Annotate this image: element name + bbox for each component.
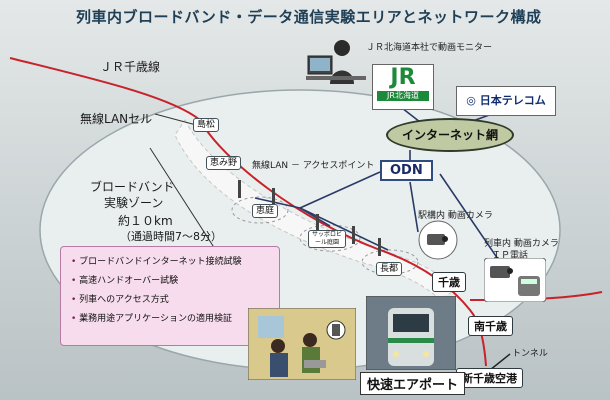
japan-telecom-logo: ◎ 日本テレコム xyxy=(456,86,556,116)
test-item: 列車へのアクセス方式 xyxy=(71,291,279,310)
telecom-logo-text: 日本テレコム xyxy=(479,94,546,107)
broadband-zone-label-2: 実験ゾーン xyxy=(104,196,164,210)
wireless-cell xyxy=(231,196,289,224)
internet-cloud: インターネット網 xyxy=(386,118,514,152)
station-osatsu: 長都 xyxy=(376,262,403,276)
tunnel-label: トンネル xyxy=(512,349,548,359)
test-item: ブロードバンドインターネット接続試験 xyxy=(71,253,279,272)
operator-monitor-icon xyxy=(306,40,366,84)
test-items-list: ブロードバンドインターネット接続試験 高速ハンドオーバー試験 列車へのアクセス方… xyxy=(61,253,279,329)
station-shimamatsu: 島松 xyxy=(193,118,220,132)
station-new-chitose-airport: 新千歳空港 xyxy=(456,368,523,388)
wireless-cell-label: 無線LANセル xyxy=(80,112,153,126)
station-megumino: 恵み野 xyxy=(206,156,242,170)
jr-hokkaido-logo: JR JR北海道 xyxy=(372,64,434,110)
page-title: 列車内ブロードバンド・データ通信実験エリアとネットワーク構成 xyxy=(76,8,542,26)
station-chitose: 千歳 xyxy=(432,272,466,292)
jr-logo-mark: JR xyxy=(390,65,416,90)
jr-logo-sub: JR北海道 xyxy=(377,91,429,101)
station-eniwa: 恵庭 xyxy=(252,204,279,218)
test-item: 業務用途アプリケーションの適用検証 xyxy=(71,310,279,329)
hq-monitor-label: ＪＲ北海道本社で動画モニター xyxy=(366,43,493,53)
station-camera-icon xyxy=(418,220,458,260)
station-camera-label: 駅構内 動画カメラ xyxy=(418,211,493,221)
station-minami-chitose: 南千歳 xyxy=(468,316,513,336)
ip-phone-label: ＩＰ電話 xyxy=(492,251,529,261)
train-camera-label: 列車内 動画カメラ xyxy=(484,239,559,249)
test-item: 高速ハンドオーバー試験 xyxy=(71,272,279,291)
passengers-illustration xyxy=(248,308,356,380)
distance-label: 約１０km xyxy=(118,214,173,228)
station-sapporo-beer: サッポロビール庭園 xyxy=(308,230,346,248)
jr-line-label: ＪＲ千歳線 xyxy=(100,60,161,74)
travel-time-label: （通過時間7～8分） xyxy=(120,230,222,243)
wireless-cell xyxy=(299,224,361,252)
railway-line xyxy=(9,57,487,367)
broadband-zone-label-1: ブロードバンド xyxy=(90,180,175,194)
airport-train-label: 快速エアポート xyxy=(360,372,466,395)
airport-train-photo xyxy=(366,296,456,370)
test-items-box: ブロードバンドインターネット接続試験 高速ハンドオーバー試験 列車へのアクセス方… xyxy=(60,246,280,346)
access-point-label: 無線LAN － アクセスポイント xyxy=(252,161,375,171)
train-camera-phone-icon xyxy=(484,258,546,302)
telecom-logo-icon: ◎ xyxy=(466,94,476,107)
odn-node: ODN xyxy=(380,160,433,181)
